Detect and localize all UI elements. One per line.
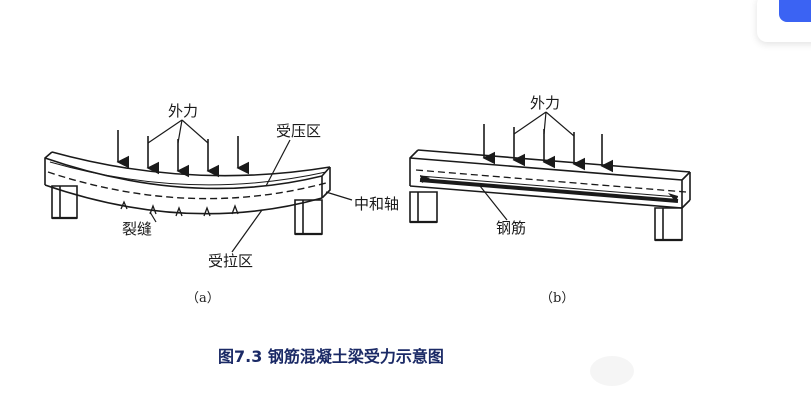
leader-zhonghezhou — [325, 191, 353, 201]
label-liefeng: 裂缝 — [122, 220, 153, 238]
decorative-blob — [590, 356, 634, 386]
leader-shoula — [231, 209, 263, 253]
load-arrows-a — [116, 130, 250, 178]
label-gangjin: 钢筋 — [496, 219, 527, 237]
label-zhonghezhou: 中和轴 — [354, 195, 400, 213]
support-left-b — [409, 191, 438, 224]
figure-caption: 图7.3 钢筋混凝土梁受力示意图 — [218, 347, 444, 366]
leader-waili-a — [147, 119, 209, 144]
floating-action-button[interactable] — [779, 0, 811, 22]
label-waili-a: 外力 — [168, 102, 199, 120]
leader-shouya — [265, 139, 291, 187]
support-right-b — [654, 207, 683, 242]
load-arrows-b — [482, 124, 614, 173]
rebar — [419, 178, 679, 203]
label-shoula: 受拉区 — [208, 252, 254, 270]
label-sub-b: （b） — [540, 291, 575, 306]
leader-gangjin — [479, 185, 508, 221]
diagram-a — [44, 119, 353, 253]
label-waili-b: 外力 — [530, 94, 561, 112]
diagram-b — [409, 111, 691, 242]
leader-liefeng — [149, 211, 157, 223]
support-right-a — [294, 199, 323, 236]
straight-beam — [409, 149, 691, 209]
bent-beam — [44, 151, 331, 215]
label-sub-a: （a） — [186, 291, 220, 306]
leader-waili-b — [513, 111, 575, 137]
label-shouya: 受压区 — [276, 122, 322, 140]
cracks-a — [120, 200, 239, 217]
